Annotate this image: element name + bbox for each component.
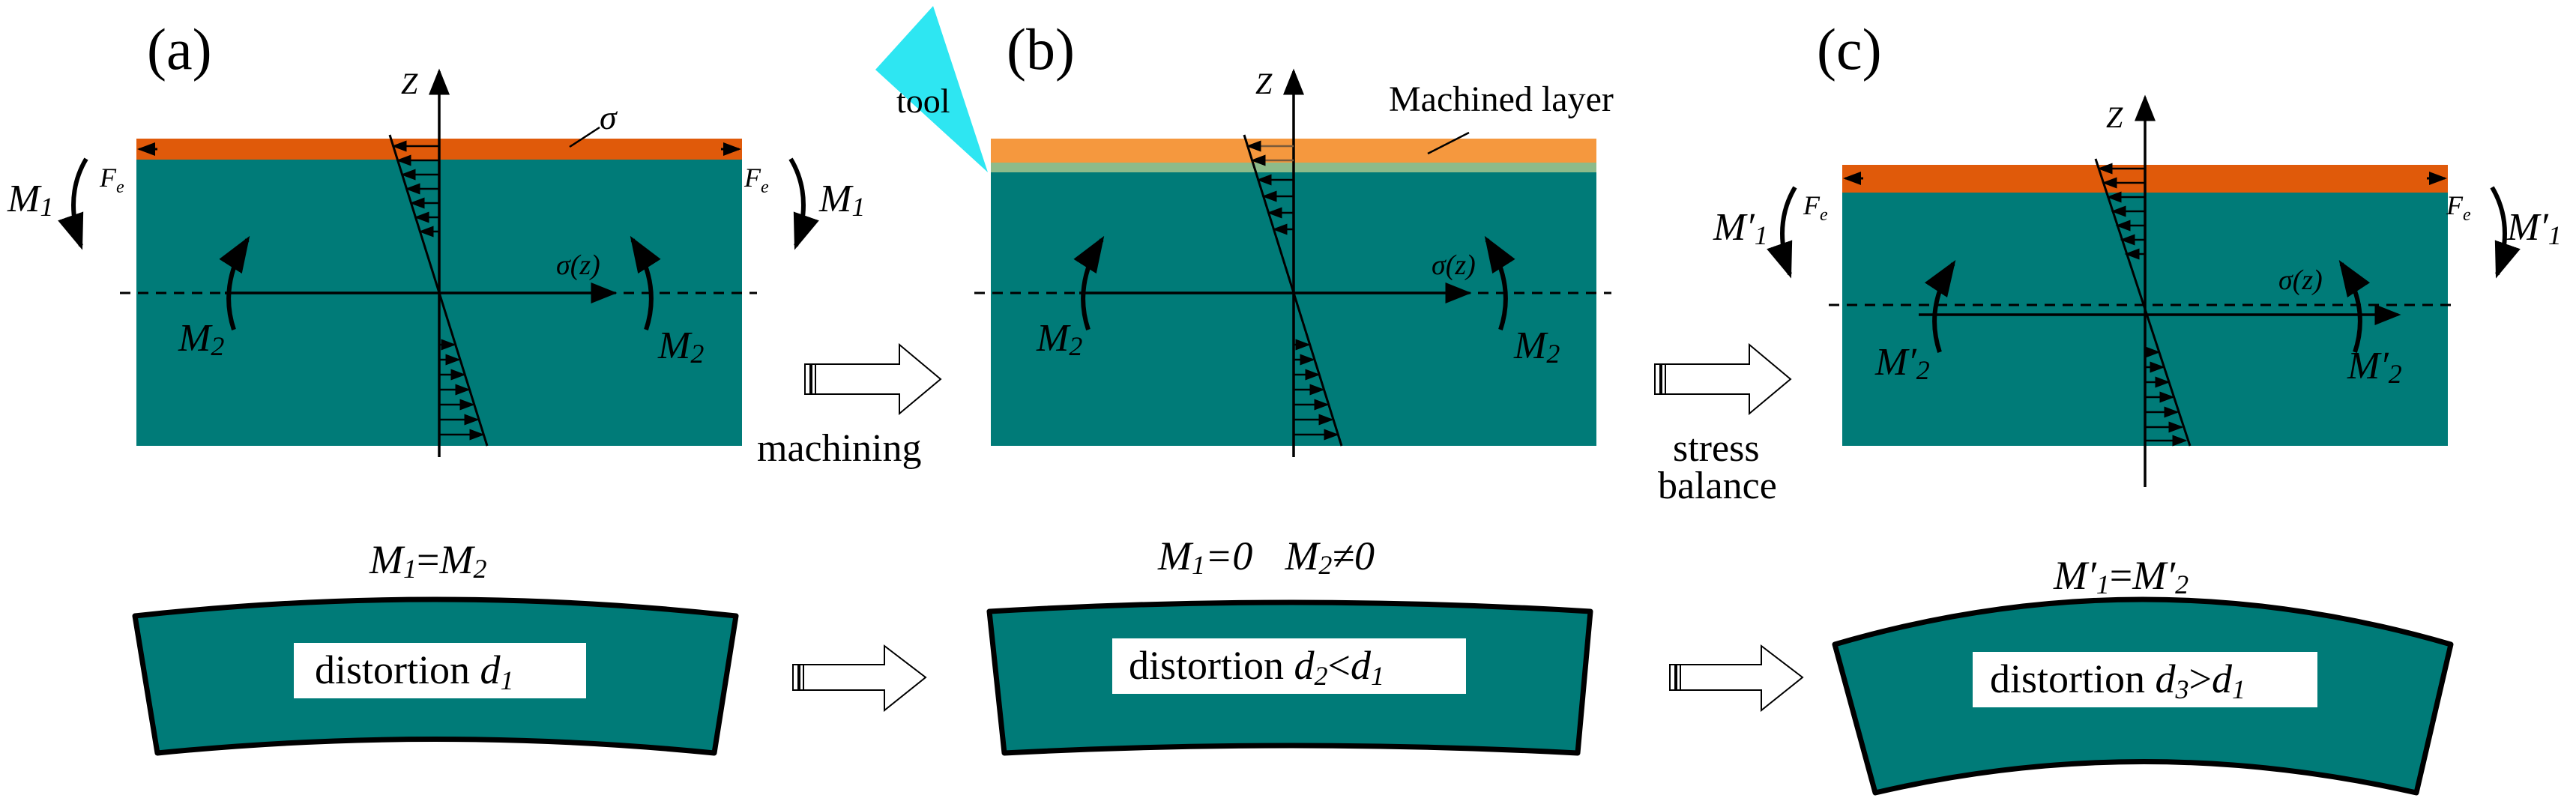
panel-b-m2-right-arrow — [1484, 235, 1515, 330]
panel-b-label: (b) — [1007, 16, 1075, 82]
panel-b-m2-left-arrow — [1073, 235, 1105, 330]
panel-b-m2-right: M2 — [1513, 324, 1560, 369]
panel-c-m2-right-arrow — [2338, 259, 2371, 353]
stress-label: stress — [1673, 427, 1760, 470]
panel-b-tool — [875, 6, 988, 172]
panel-b: (b) tool Machined layer Z σ( — [875, 6, 1614, 457]
panel-c-z-label: Z — [2106, 100, 2123, 134]
panel-a-m2-left-arrow — [219, 235, 250, 330]
distortion-b-box — [1112, 638, 1466, 694]
equation-c: M′1=M′2 — [2053, 553, 2189, 599]
distortion-b-label: distortion d2<d1 — [1129, 643, 1384, 691]
distortion-a-box — [294, 643, 586, 698]
panel-a-sigma-label: σ — [600, 98, 618, 136]
panel-c-m2-left-arrow — [1924, 259, 1956, 353]
panel-c: (c) Z σ(z) Fe Fe — [1713, 16, 2562, 487]
panel-c-stress-arrows-bottom — [2145, 346, 2188, 447]
panel-a-m2-right: M2 — [657, 324, 704, 369]
panel-a-m1-left: M1 — [7, 178, 53, 222]
panel-b-sigma-z-label: σ(z) — [1432, 250, 1476, 281]
panel-b-tool-label: tool — [896, 82, 950, 120]
panel-b-z-label: Z — [1255, 67, 1273, 100]
distorted-plate-a: distortion d1 — [132, 596, 739, 756]
panel-b-m2-left: M2 — [1036, 317, 1082, 361]
panel-a-m1-right: M1 — [818, 178, 865, 222]
equation-b: M1=0 M2≠0 — [1157, 533, 1375, 580]
panel-c-fe-right: Fe — [2446, 190, 2471, 225]
distorted-plate-c: distortion d3>d1 — [1832, 596, 2454, 796]
equation-a: M1=M2 — [369, 537, 486, 584]
panel-a-fe-left: Fe — [99, 163, 124, 197]
hollow-arrow-top-1 — [804, 342, 942, 416]
panel-a-z-label: Z — [401, 67, 418, 100]
panel-a-m1-right-arrow — [788, 157, 819, 250]
panel-b-machined-layer-label: Machined layer — [1389, 79, 1614, 119]
balance-label: balance — [1658, 465, 1777, 507]
panel-a-m1-left-arrow — [58, 157, 88, 250]
panel-a-sigma-leader — [569, 126, 600, 148]
panel-b-stress-arrows-bottom — [1294, 339, 1339, 441]
panel-c-m1-left: M′1 — [1713, 206, 1768, 250]
panel-a-m2-right-arrow — [630, 235, 661, 330]
panel-a-stress-arrows-top — [391, 140, 439, 238]
panel-a: (a) Z σ σ(z) — [7, 16, 865, 457]
distortion-c-box — [1973, 652, 2317, 707]
hollow-arrow-top-2 — [1654, 342, 1792, 416]
panel-c-sigma-z-label: σ(z) — [2278, 265, 2323, 296]
machining-label: machining — [757, 427, 922, 470]
panel-c-label: (c) — [1817, 16, 1882, 82]
panel-c-m1-left-arrow — [1767, 186, 1797, 279]
hollow-arrow-bottom-1 — [792, 644, 927, 713]
panel-a-fe-right: Fe — [743, 163, 769, 197]
distortion-c-label: distortion d3>d1 — [1990, 656, 2245, 704]
panel-b-stress-arrows-top — [1246, 140, 1294, 235]
panel-c-m1-right-arrow — [2490, 186, 2521, 279]
panel-c-m2-left: M′2 — [1874, 341, 1930, 385]
panel-b-stress-profile — [1243, 134, 1343, 447]
panel-a-sigma-z-label: σ(z) — [556, 250, 600, 281]
panel-c-stress-arrows-top — [2097, 163, 2145, 260]
distorted-plate-b: distortion d2<d1 — [986, 599, 1593, 756]
panel-a-m2-left: M2 — [178, 317, 224, 361]
panel-c-m1-right: M′1 — [2506, 206, 2562, 250]
panel-c-m2-right: M′2 — [2347, 345, 2402, 389]
hollow-arrow-bottom-2 — [1669, 644, 1804, 713]
distortion-a-label: distortion d1 — [315, 647, 514, 695]
panel-c-fe-left: Fe — [1803, 190, 1828, 225]
panel-b-machined-leader — [1427, 131, 1470, 155]
panel-a-stress-arrows-bottom — [439, 339, 485, 441]
panel-a-label: (a) — [147, 16, 212, 82]
